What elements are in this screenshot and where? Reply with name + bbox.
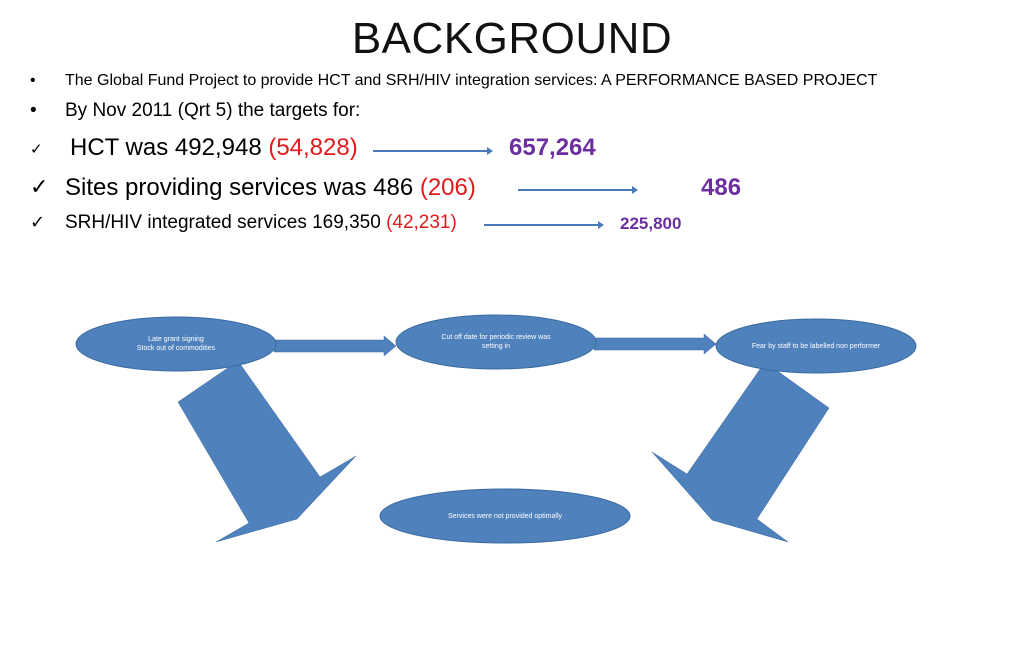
target-text: HCT was 492,948 (54,828) [70,134,358,162]
node-2-line-1: Cut off date for periodic review was [441,334,551,341]
target-text: Sites providing services was 486 (206) [65,174,476,202]
target-label: HCT was 492,948 [70,134,269,161]
arrow-right-icon [518,186,638,194]
node-ellipse-3 [715,318,917,374]
achieved-value: (42,231) [386,212,457,233]
node-4-text: Services were not provided optimally [448,513,562,520]
target-value: 657,264 [509,134,596,161]
target-value: 486 [701,174,742,201]
target-label: SRH/HIV integrated services 169,350 [65,212,387,233]
bullet-text: The Global Fund Project to provide HCT a… [65,72,878,89]
check-icon: ✓ [30,141,43,158]
node-2-line-2: setting in [481,343,511,350]
bullet-marker: • [30,100,37,121]
block-arrow-down-right [177,360,357,543]
bullet-text: By Nov 2011 (Qrt 5) the targets for: [65,100,361,121]
target-label: Sites providing services was 486 [65,174,420,201]
achieved-value: (54,828) [268,134,358,161]
block-arrow-right-1 [273,335,397,357]
target-value: 225,800 [620,214,682,233]
node-ellipse-4 [379,488,631,544]
node-ellipse-1 [75,316,277,372]
node-ellipse-2 [395,314,597,370]
node-2-text: Cut off date for periodic review was set… [416,333,576,351]
arrow-right-icon [484,221,604,229]
block-arrow-down-left [651,361,830,543]
target-text: SRH/HIV integrated services 169,350 (42,… [65,212,457,234]
node-1-line-1: Late grant signing [148,336,204,343]
node-3-text: Fear by staff to be labelled non perform… [751,343,881,350]
bullet-marker: • [30,72,36,89]
node-1-line-2: Stock out of commodities [136,345,216,352]
node-1-text: Late grant signing Stock out of commodit… [96,335,256,353]
arrow-right-icon [373,147,493,155]
achieved-value: (206) [419,174,476,201]
check-icon: ✓ [30,174,49,199]
check-icon: ✓ [30,212,46,232]
slide-title: BACKGROUND [351,14,673,63]
block-arrow-right-2 [593,333,717,355]
